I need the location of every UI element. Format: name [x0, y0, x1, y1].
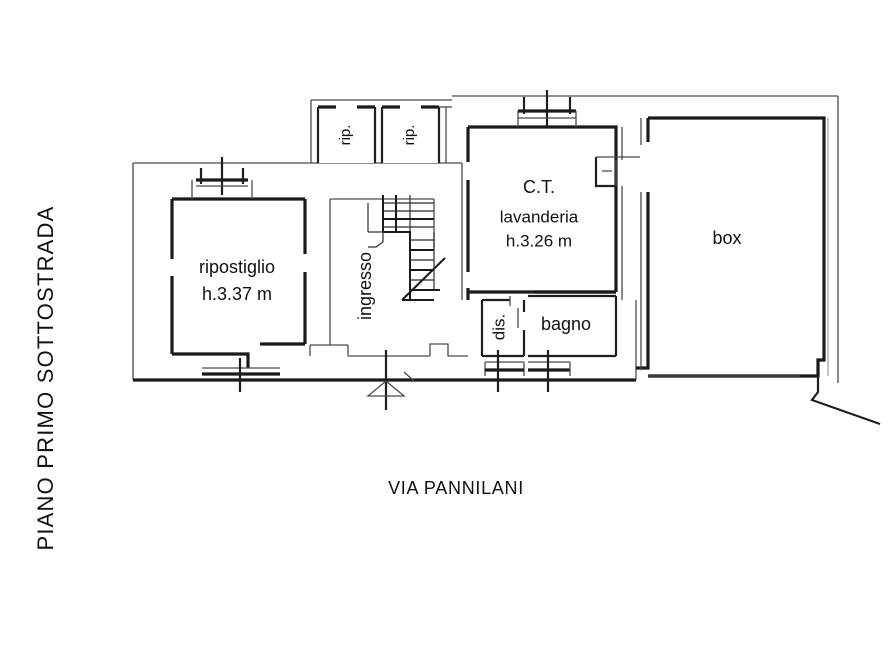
plan-level-label: PIANO PRIMO SOTTOSTRADA [33, 205, 58, 550]
bagno-floor [528, 300, 616, 356]
box-floor [648, 118, 824, 376]
exterior-angled-line [810, 376, 881, 426]
entry-leaf [403, 371, 415, 382]
entrance-door-symbol [366, 350, 415, 410]
room-ct-lavanderia: C.T. lavanderia h.3.26 m [461, 90, 640, 300]
window-ripostiglio-bottom [202, 358, 280, 392]
room-label-dis: dis. [489, 314, 508, 340]
stair-landing-edge [383, 231, 411, 300]
ripostiglio-wall-bottom-l [172, 352, 250, 368]
door-ct-to-box [594, 156, 640, 188]
rip-right-floor [382, 107, 439, 163]
dis-floor [482, 300, 524, 356]
street-label: VIA PANNILANI [388, 478, 524, 498]
stair-nose [368, 232, 384, 248]
rooms-rip: rip. rip. [316, 105, 452, 163]
room-label-box: box [712, 228, 741, 248]
room-ingresso: ingresso [309, 195, 468, 410]
room-label-lavanderia: lavanderia [500, 207, 579, 226]
room-height-ripostiglio: h.3.37 m [202, 284, 272, 304]
ripostiglio-floor [172, 199, 305, 354]
ingresso-bottom-step [429, 343, 468, 357]
room-label-rip-left: rip. [337, 125, 354, 146]
window-ct-top [517, 90, 577, 128]
stair-break-line [401, 257, 446, 301]
door-jamb-a [594, 157, 616, 188]
room-disimpegno: dis. [480, 296, 526, 358]
room-label-ingresso: ingresso [355, 252, 375, 320]
room-label-bagno: bagno [541, 314, 591, 334]
entry-arrow [366, 380, 406, 397]
box-wall-left-lower [636, 192, 650, 370]
windows-bottom [484, 350, 571, 392]
ct-floor [468, 127, 616, 292]
room-label-rip-right: rip. [401, 125, 418, 146]
room-ripostiglio: ripostiglio h.3.37 m [170, 157, 307, 392]
room-height-ct: h.3.26 m [506, 231, 572, 250]
rip-left-floor [318, 107, 375, 163]
room-box: box [636, 116, 881, 426]
ct-wall-top-right [468, 125, 618, 292]
room-label-ripostiglio: ripostiglio [199, 257, 275, 277]
room-bagno: bagno [528, 290, 618, 358]
window-ripostiglio-top [191, 157, 253, 199]
room-label-ct: C.T. [523, 177, 555, 197]
staircase [367, 195, 446, 301]
